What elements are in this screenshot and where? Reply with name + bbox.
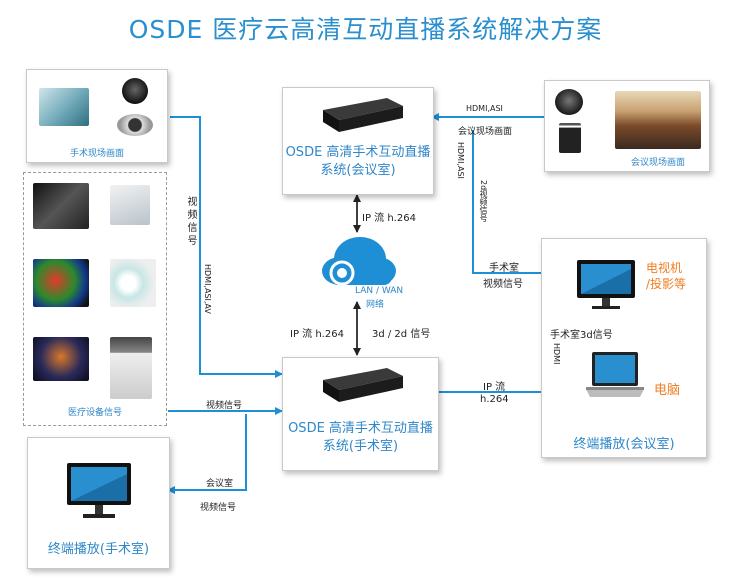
hdmi-asi-vertical-label: HDMI,ASI: [456, 142, 465, 179]
ptz-camera-icon: [122, 78, 148, 104]
surgery-scene-link: [170, 116, 283, 378]
ip-stream-lower-label: IP 流 h.264: [290, 329, 344, 340]
mri-device-image: [110, 259, 156, 307]
terminal-meeting-label: 终端播放(会议室): [573, 437, 675, 452]
video-signal-lower-label: 视频信号: [206, 401, 243, 411]
meeting-photo: [615, 91, 701, 149]
hdmi-asi-top-label: HDMI,ASI: [466, 104, 503, 113]
terminal-meeting-box: 电视机 /投影等 手术室3d信号 HDMI 电脑 终端播放(会议室): [541, 238, 707, 458]
ip-stream-upper-label: IP 流 h.264: [362, 213, 416, 224]
medical-devices-box: 医疗设备信号: [23, 172, 167, 426]
server-icon: [323, 98, 403, 132]
microphone-icon: [559, 123, 581, 153]
ultrasound-image: [33, 337, 89, 381]
terminal-surgery-label: 终端播放(手术室): [47, 542, 150, 557]
or-3d-signal-label: 手术室3d信号: [550, 330, 613, 341]
surgery-scene-caption: 手术现场画面: [69, 149, 124, 159]
network-label-1: LAN / WAN: [355, 286, 404, 296]
meeting-scene-caption: 会议现场画面: [630, 158, 685, 168]
surgery-system-label: OSDE 高清手术互动直播系统(手术室): [288, 421, 433, 454]
terminal-surgery-box: 终端播放(手术室): [27, 437, 170, 569]
ct-scan-image: [33, 259, 89, 307]
tv-label-2: /投影等: [646, 277, 687, 291]
network-label-2: 网络: [366, 300, 385, 310]
hdmi-asi-av-label: HDMI,ASI,AV: [203, 264, 212, 314]
laptop-icon: [586, 352, 644, 397]
meeting-system-box: OSDE 高清手术互动直播系统(会议室): [282, 87, 434, 195]
tv-label-1: 电视机: [646, 261, 683, 275]
ptz-camera-icon: [555, 89, 583, 115]
network-cloud-icon: [322, 237, 396, 286]
or-video-signal-label-2: 视频信号: [483, 279, 523, 290]
meeting-scene-box: 会议现场画面: [544, 80, 710, 172]
surgery-photo: [39, 88, 89, 126]
computer-label: 电脑: [654, 383, 681, 398]
ultrasound-device-image: [110, 337, 152, 399]
or-video-signal-label-1: 手术室: [489, 263, 519, 274]
meeting-room-signal-link: [167, 414, 247, 494]
xray-image: [33, 183, 89, 229]
monitor-device-image: [110, 185, 150, 225]
signal-2d-video-label: 2d视频信号: [479, 180, 488, 223]
medical-devices-caption: 医疗设备信号: [67, 408, 122, 418]
ip-stream-right-label-1: IP 流: [483, 382, 506, 393]
ceiling-camera-icon: [117, 114, 153, 136]
surgery-scene-box: 手术现场画面: [26, 69, 168, 163]
meeting-to-tv-link: [472, 130, 574, 277]
tv-monitor-icon: [577, 260, 635, 309]
hdmi-small-label: HDMI: [552, 343, 561, 365]
ip-stream-right-label-2: h.264: [480, 394, 509, 405]
page-title: OSDE 医疗云高清互动直播系统解决方案: [128, 15, 603, 44]
monitor-icon: [67, 463, 131, 518]
meeting-system-label: OSDE 高清手术互动直播系统(会议室): [285, 145, 431, 178]
surgery-system-box: OSDE 高清手术互动直播系统(手术室): [282, 357, 439, 471]
meeting-room-signal-label-1: 会议室: [206, 479, 234, 489]
signal-3d2d-label: 3d / 2d 信号: [372, 329, 431, 340]
video-signal-vertical-label: 视频信号: [185, 196, 196, 248]
meeting-scene-arrow-label: 会议现场画面: [458, 127, 513, 137]
meeting-room-signal-label-2: 视频信号: [200, 503, 237, 513]
server-icon: [323, 368, 403, 402]
